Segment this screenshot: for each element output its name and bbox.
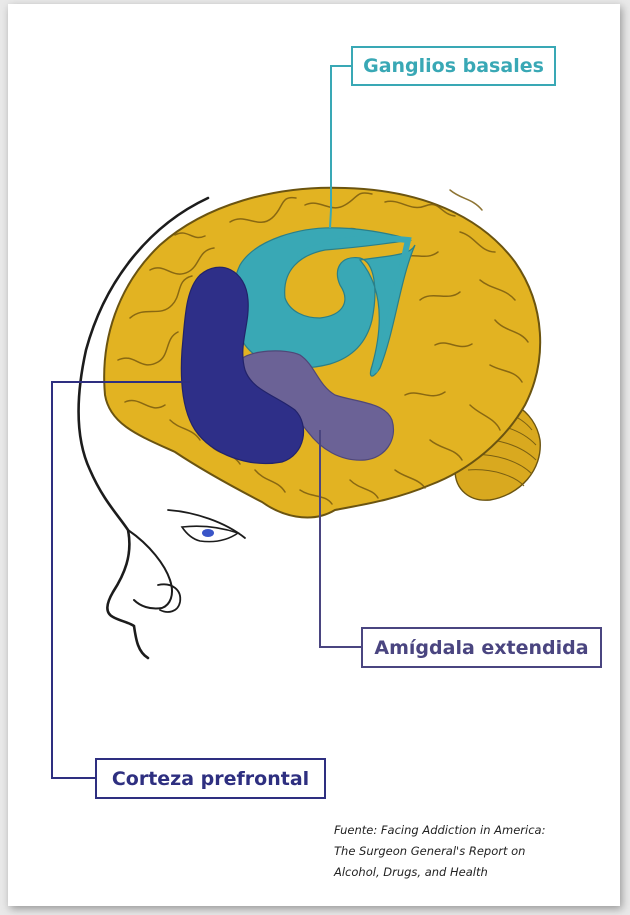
source-line-3: Alcohol, Drugs, and Health	[334, 862, 604, 883]
source-line-1: Fuente: Facing Addiction in America:	[334, 820, 604, 841]
label-prefrontal: Corteza prefrontal	[95, 758, 326, 799]
label-basal-ganglia: Ganglios basales	[351, 46, 556, 86]
source-citation: Fuente: Facing Addiction in America: The…	[334, 820, 604, 883]
label-basal-ganglia-text: Ganglios basales	[363, 55, 544, 77]
label-prefrontal-text: Corteza prefrontal	[112, 768, 309, 790]
label-amygdala-text: Amígdala extendida	[374, 637, 588, 659]
label-amygdala: Amígdala extendida	[361, 627, 602, 668]
source-line-2: The Surgeon General's Report on	[334, 841, 604, 862]
eye-iris	[202, 529, 214, 537]
nose-outline	[128, 530, 172, 609]
